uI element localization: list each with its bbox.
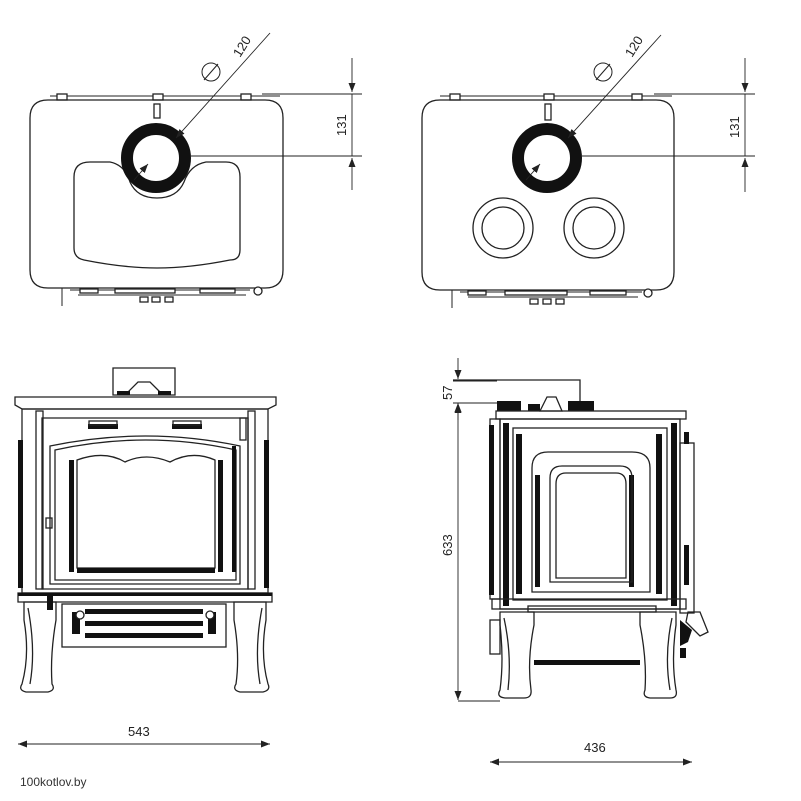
front-view: 543	[14, 367, 277, 748]
side-depth-label: 436	[584, 740, 606, 755]
top-right-offset-label: 131	[727, 116, 742, 138]
top-view-left: 120 131	[29, 32, 362, 306]
side-top-offset-label: 57	[440, 386, 455, 400]
watermark: 100kotlov.by	[20, 775, 87, 789]
side-view: 57 633 436	[440, 358, 709, 766]
top-left-offset-label: 131	[334, 114, 349, 136]
side-height-label: 633	[440, 534, 455, 556]
top-left-diameter-label: 120	[230, 33, 254, 59]
front-width-label: 543	[128, 724, 150, 739]
top-view-right: 120 131	[421, 33, 755, 308]
